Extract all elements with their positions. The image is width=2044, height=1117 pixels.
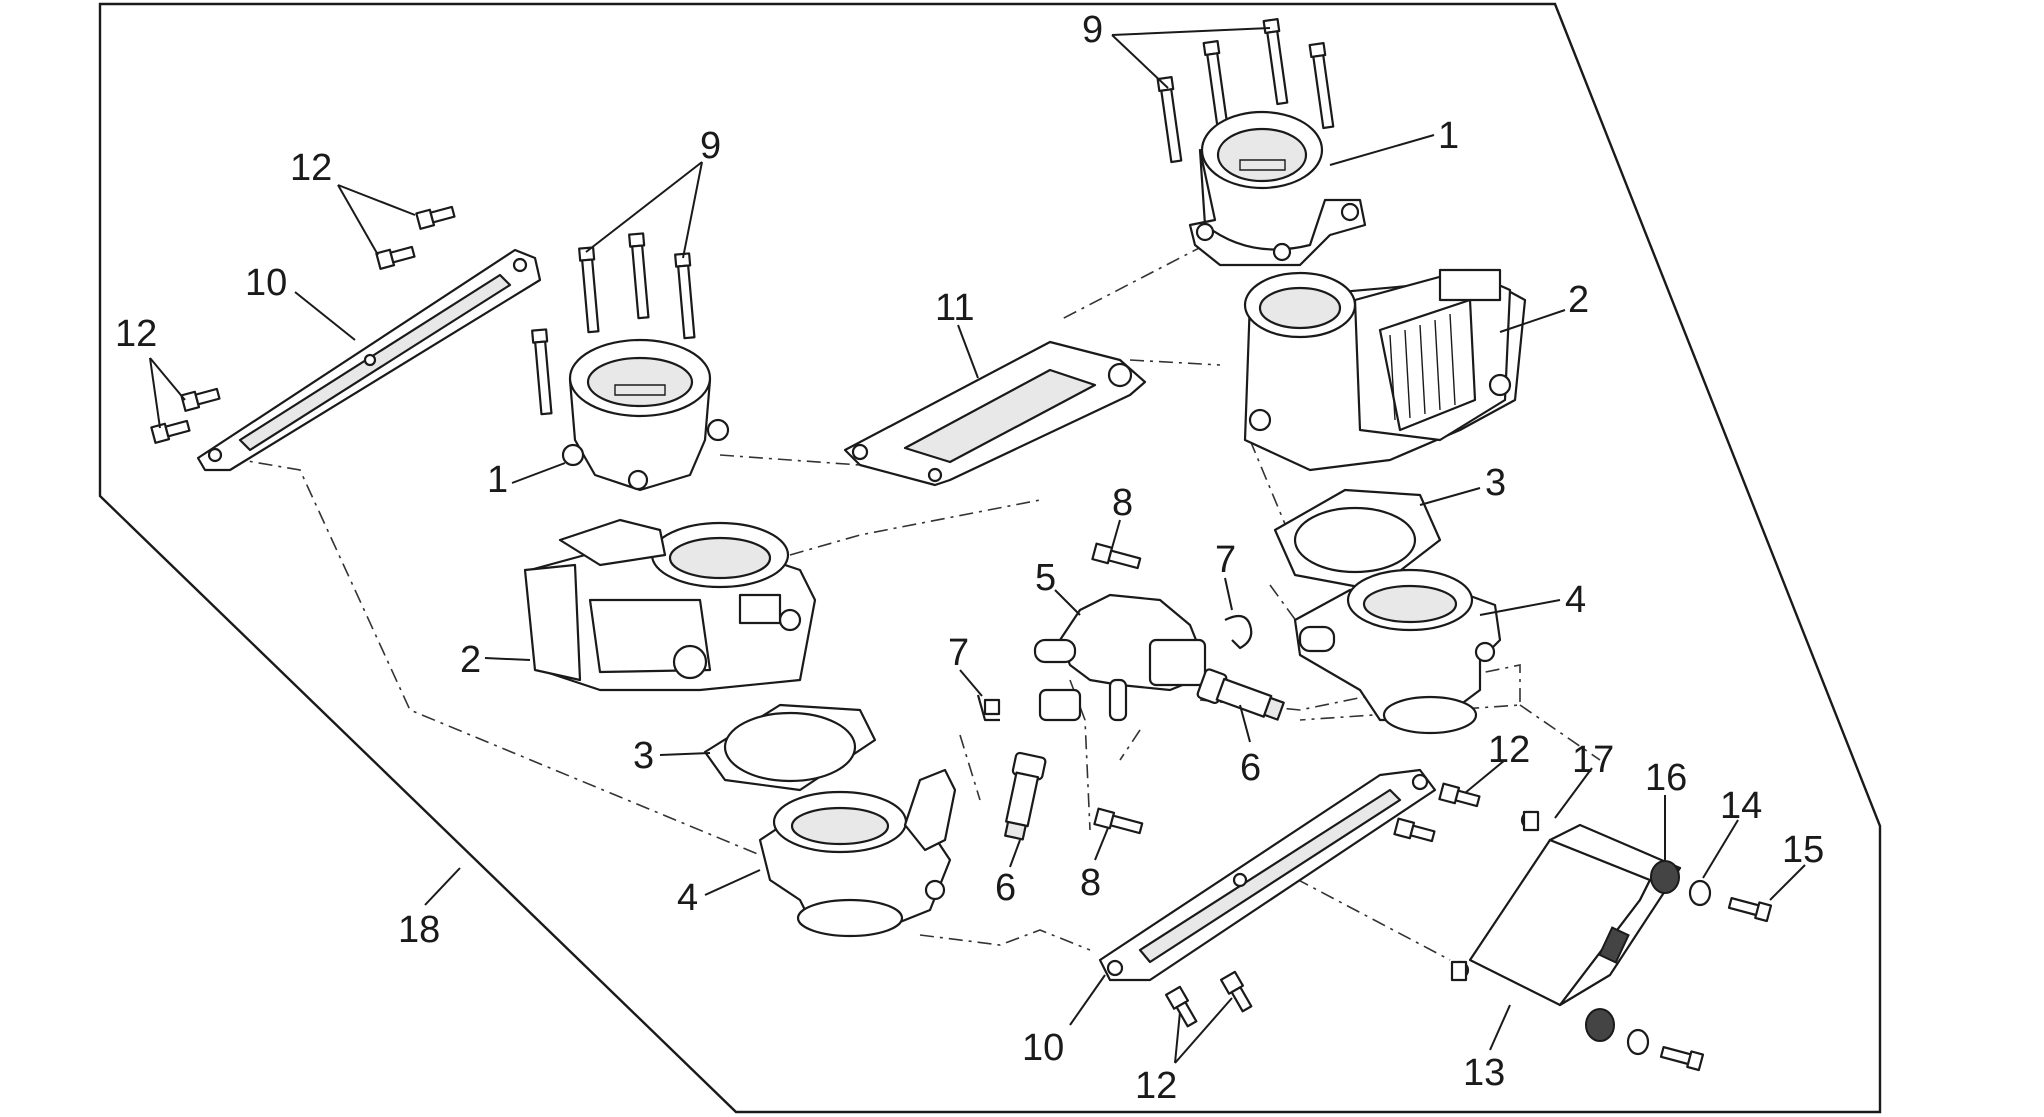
callout-9-right: 9 [1082, 9, 1103, 51]
callout-10-left: 10 [245, 262, 287, 304]
callout-9-left: 9 [700, 125, 721, 167]
callout-15: 15 [1782, 829, 1824, 871]
washer-upper [1688, 879, 1712, 907]
callout-4-left: 4 [677, 877, 698, 919]
control-unit [1450, 810, 1682, 1007]
bolt-pair-left-far [150, 387, 221, 444]
screw-upper [1727, 896, 1773, 923]
fuel-rail [1033, 593, 1207, 722]
clip-left [976, 694, 1001, 722]
spacer-upper [1522, 810, 1540, 832]
grommet-lower [1585, 1008, 1615, 1042]
callout-13: 13 [1463, 1052, 1505, 1094]
intake-funnel-right [1188, 110, 1367, 267]
bolt-set-left [531, 232, 696, 416]
callout-12-left: 12 [115, 313, 157, 355]
injector-left [1004, 751, 1047, 841]
bolt-pair-mid [1393, 782, 1481, 843]
callout-7-right: 7 [1215, 539, 1236, 581]
callout-3-right: 3 [1485, 462, 1506, 504]
leader-lines [149, 27, 1806, 1064]
intake-manifold-left [758, 768, 957, 938]
callout-6-right: 6 [1240, 747, 1261, 789]
callout-2-left: 2 [460, 639, 481, 681]
callout-17: 17 [1572, 739, 1614, 781]
callout-11: 11 [935, 287, 974, 329]
bolt-set-top-right [1156, 18, 1335, 164]
callout-6-left: 6 [995, 867, 1016, 909]
injector-right [1196, 668, 1285, 721]
callout-5: 5 [1035, 557, 1056, 599]
spacer-lower [1450, 960, 1468, 982]
bracket-rail-bottom [1098, 768, 1437, 982]
screw-bottom [1093, 807, 1144, 835]
callout-3-left: 3 [633, 735, 654, 777]
throttle-body-right-grille [1389, 313, 1456, 421]
gasket-right [1273, 488, 1442, 592]
callout-12-mid: 12 [1488, 729, 1530, 771]
callout-10-bottom: 10 [1022, 1027, 1064, 1069]
bracket-plate [843, 340, 1147, 487]
gasket-left [703, 703, 877, 792]
washer-lower [1626, 1028, 1650, 1056]
bolt-pair-bottom [1164, 970, 1253, 1028]
screw-lower [1659, 1045, 1705, 1072]
assembly-frame [98, 2, 1882, 1114]
callout-12-top: 12 [290, 147, 332, 189]
callout-16: 16 [1645, 757, 1687, 799]
callout-1-right: 1 [1438, 115, 1459, 157]
bolt-pair-left-top [375, 205, 456, 270]
throttle-body-left [523, 518, 817, 692]
callout-14: 14 [1720, 785, 1762, 827]
bracket-rail-left [196, 248, 542, 472]
callout-1-left: 1 [487, 459, 508, 501]
callout-8-bottom: 8 [1080, 862, 1101, 904]
callout-8-top: 8 [1112, 482, 1133, 524]
grommet-upper [1650, 860, 1680, 894]
clip-right [1224, 614, 1253, 650]
callout-labels: 9 1 12 9 10 11 2 12 1 3 8 5 7 4 2 7 6 3 … [115, 9, 1824, 1107]
callout-12-bottom: 12 [1135, 1065, 1177, 1107]
callout-2-right: 2 [1568, 279, 1589, 321]
callout-7-left: 7 [948, 632, 969, 674]
intake-funnel-left [561, 338, 730, 492]
callout-4-right: 4 [1565, 579, 1586, 621]
intake-manifold-right [1293, 568, 1502, 735]
callout-18: 18 [398, 909, 440, 951]
screw-top [1091, 542, 1142, 570]
throttle-body-right [1243, 268, 1527, 472]
